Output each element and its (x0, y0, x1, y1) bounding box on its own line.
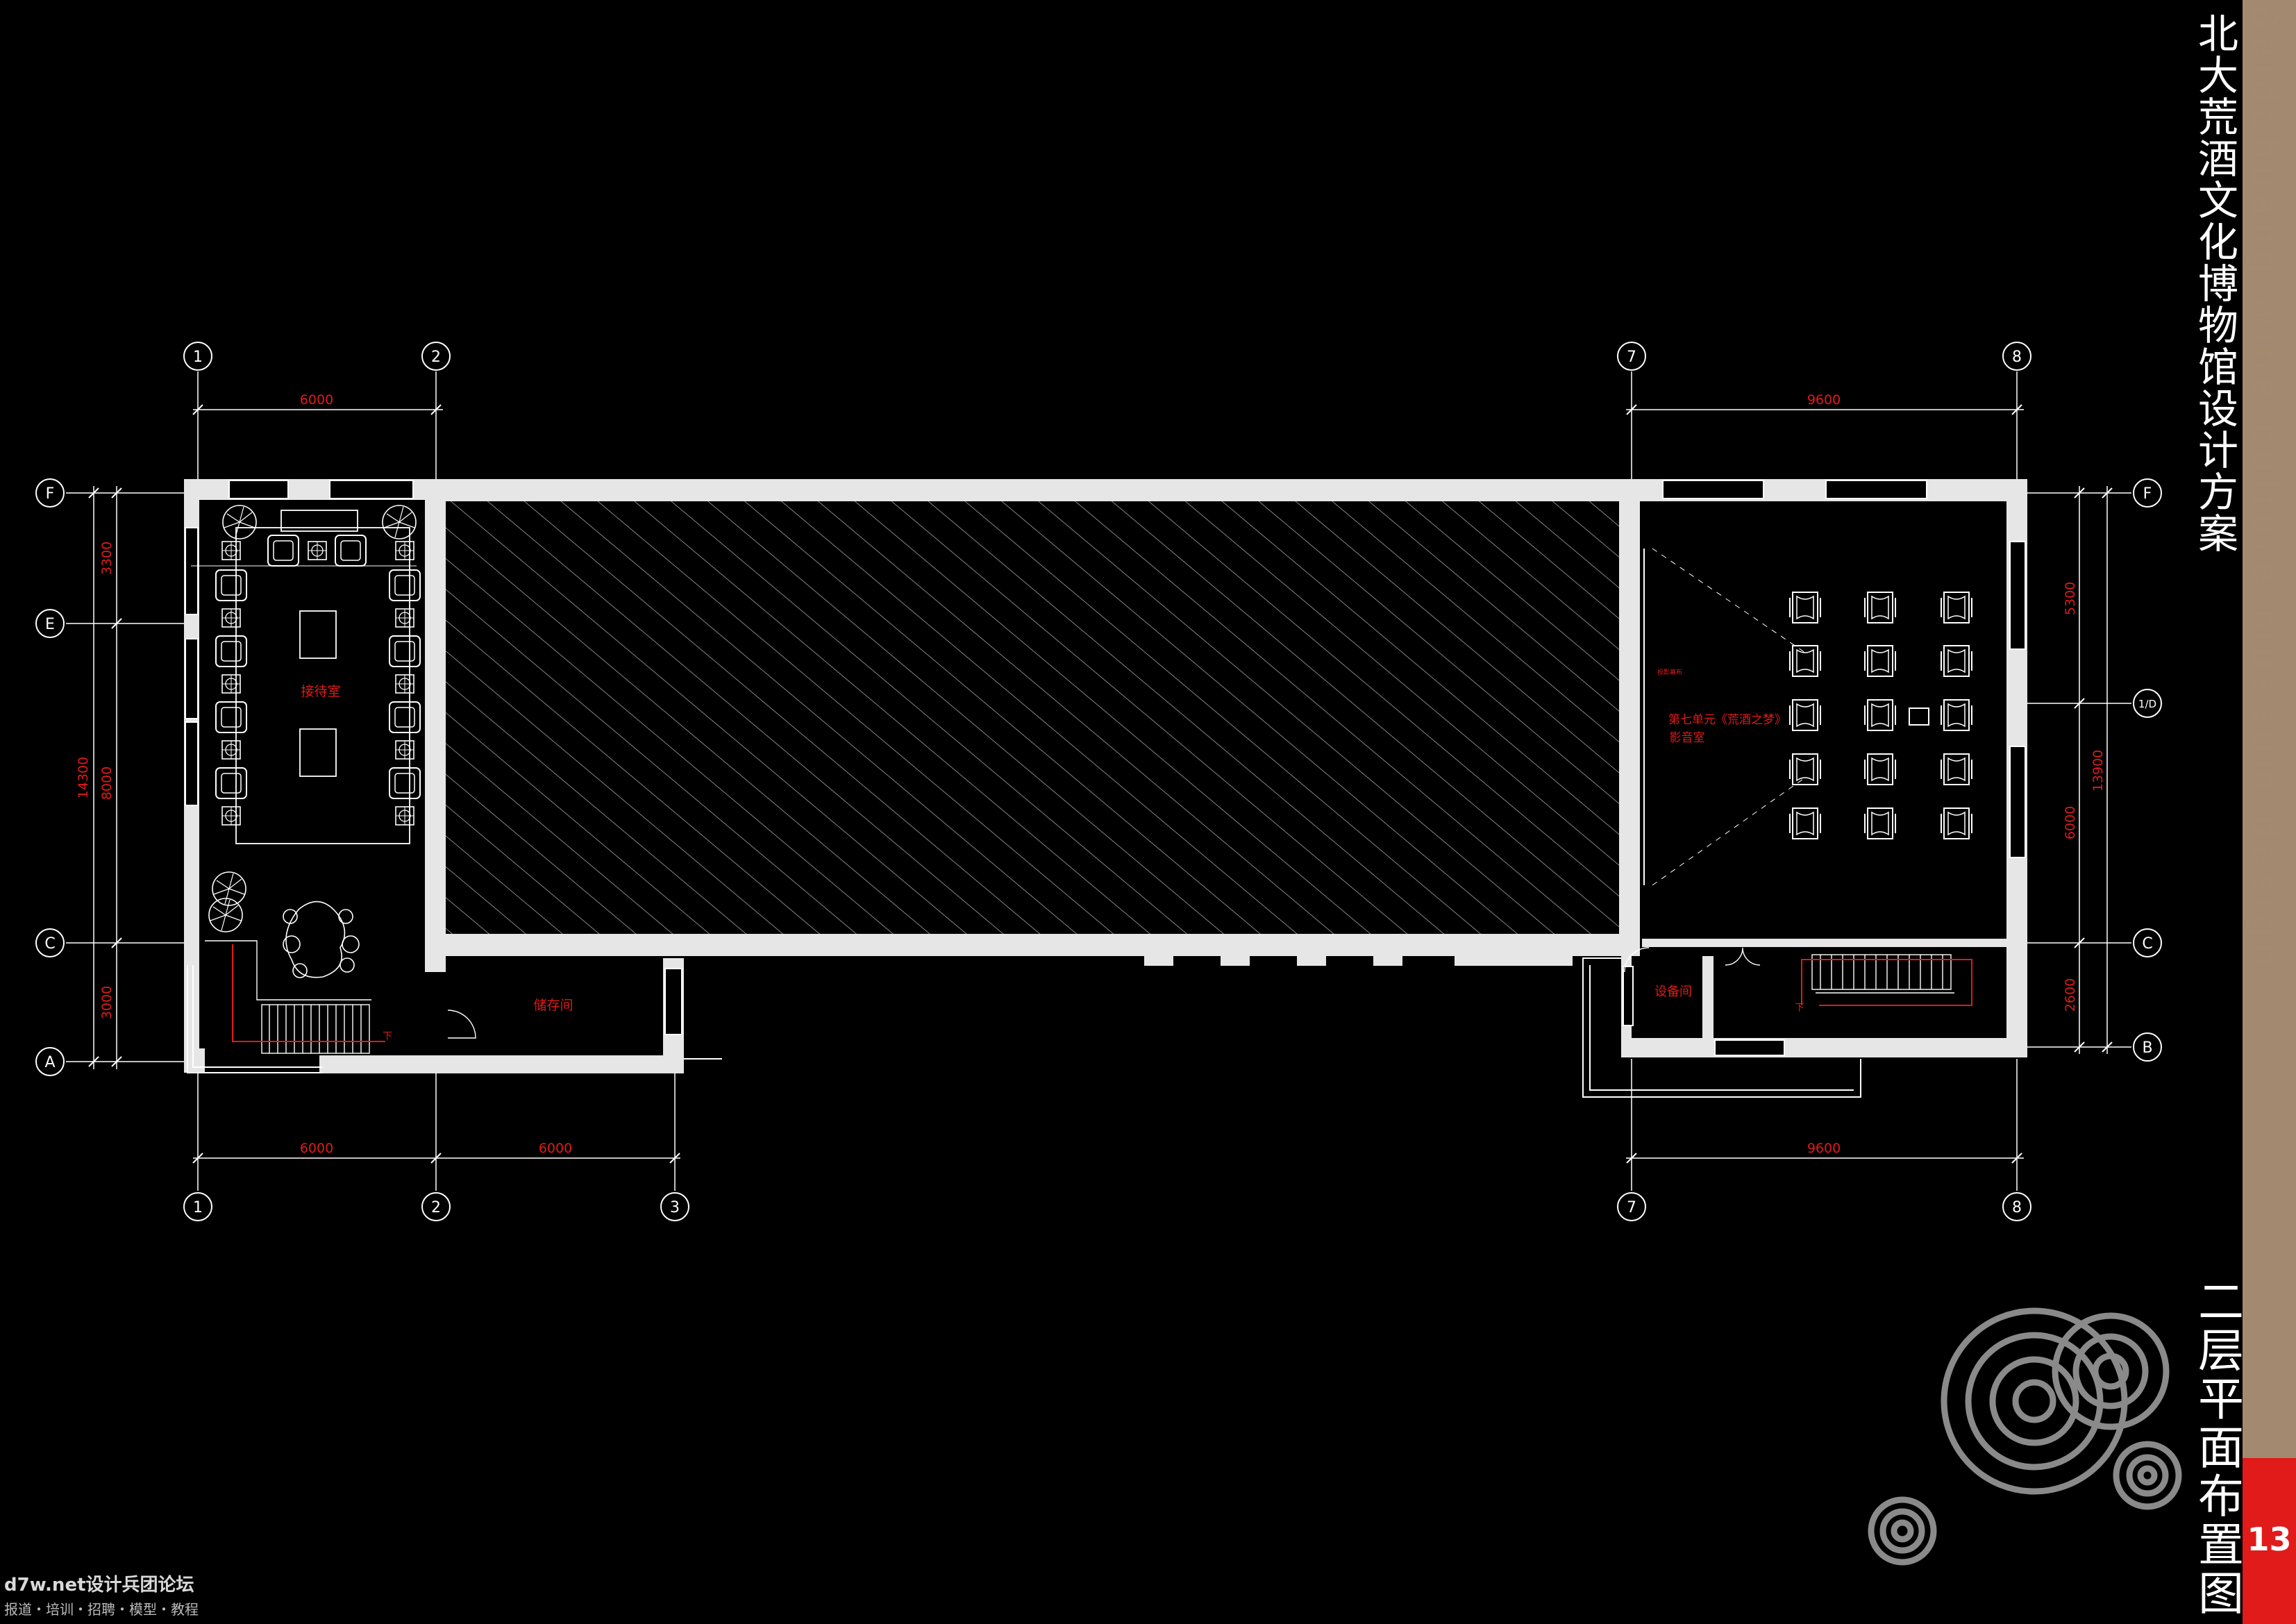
label-projection-note: 投影幕布 (1657, 668, 1682, 676)
chinese-title: 北大荒酒文化博物馆设计方案 (2191, 12, 2238, 554)
axis-label-bottom-8: 8 (2012, 1199, 2022, 1216)
label-reception-room: 接待室 (301, 684, 340, 699)
dim-bottom-7-8: 9600 (1807, 1141, 1841, 1156)
dim-top-7-8: 9600 (1807, 392, 1841, 408)
axis-label-left-A: A (44, 1054, 55, 1071)
label-down-left: 下 (383, 1031, 392, 1042)
left-stair (205, 940, 476, 1054)
axis-label-right-C: C (2142, 935, 2152, 953)
dim-bottom-2-3: 6000 (539, 1141, 572, 1156)
theater-screen (1643, 548, 1929, 886)
dim-right-C-B: 2600 (2063, 978, 2078, 1012)
axis-label-right-B: B (2142, 1039, 2152, 1057)
page-badge (2243, 1458, 2296, 1624)
axis-label-left-F: F (46, 485, 55, 503)
watermark-site: d7w.net设计兵团论坛 (4, 1575, 194, 1596)
axis-label-left-E: E (45, 616, 55, 633)
label-theater-line1: 第七单元《荒酒之梦》 (1668, 713, 1786, 727)
reception-chairs (208, 505, 421, 932)
label-equipment-room: 设备间 (1654, 985, 1692, 999)
axis-label-top-1: 1 (193, 349, 203, 366)
drawing-title: 二层平面布置图 (2190, 1278, 2244, 1618)
dim-right-F-D: 5300 (2063, 582, 2078, 615)
dim-left-C-A: 3000 (99, 986, 115, 1019)
reception-furniture (191, 510, 417, 844)
decorative-rings (1868, 1307, 2182, 1566)
outline-lines (187, 957, 1861, 1098)
dim-left-E-C: 8000 (99, 767, 115, 800)
axis-bubbles (35, 342, 2162, 1221)
axis-label-top-2: 2 (431, 349, 441, 366)
rock-sculpture (283, 901, 360, 978)
label-storage-room: 储存间 (533, 998, 573, 1013)
dim-left-F-E: 3300 (99, 542, 115, 575)
windows (185, 480, 2026, 1056)
axis-label-right-D: 1/D (2138, 698, 2156, 710)
dim-bottom-1-2: 6000 (300, 1141, 333, 1156)
axis-label-bottom-3: 3 (670, 1199, 680, 1216)
dim-right-D-C: 6000 (2063, 806, 2078, 839)
theater-seats (1789, 592, 1972, 839)
dim-right-total: 13900 (2090, 750, 2106, 792)
axis-label-bottom-2: 2 (431, 1199, 441, 1216)
dimension-ticks (88, 404, 2113, 1164)
label-down-right: 下 (1795, 1003, 1804, 1014)
axis-label-bottom-7: 7 (1627, 1199, 1636, 1216)
label-theater-line2: 影音室 (1670, 731, 1705, 745)
watermark-tagline: 报道・培训・招聘・模型・教程 (4, 1601, 199, 1618)
hatched-void (446, 501, 1619, 934)
axis-label-top-7: 7 (1627, 349, 1636, 366)
english-title: Beidahuang wine culture museum design (2245, 4, 2286, 973)
stair-arrow-right (1801, 959, 1972, 1006)
axis-label-right-F: F (2143, 485, 2152, 503)
dim-left-total: 14300 (76, 757, 91, 798)
stair-arrow-left (232, 944, 385, 1042)
axis-label-top-8: 8 (2012, 349, 2022, 366)
axis-label-left-C: C (44, 935, 55, 953)
dim-top-1-2: 6000 (300, 392, 333, 408)
right-stair (1624, 947, 1954, 994)
sidebar-band (2243, 0, 2296, 1458)
axis-label-bottom-1: 1 (193, 1199, 203, 1216)
page-number: 13 (2247, 1521, 2292, 1558)
